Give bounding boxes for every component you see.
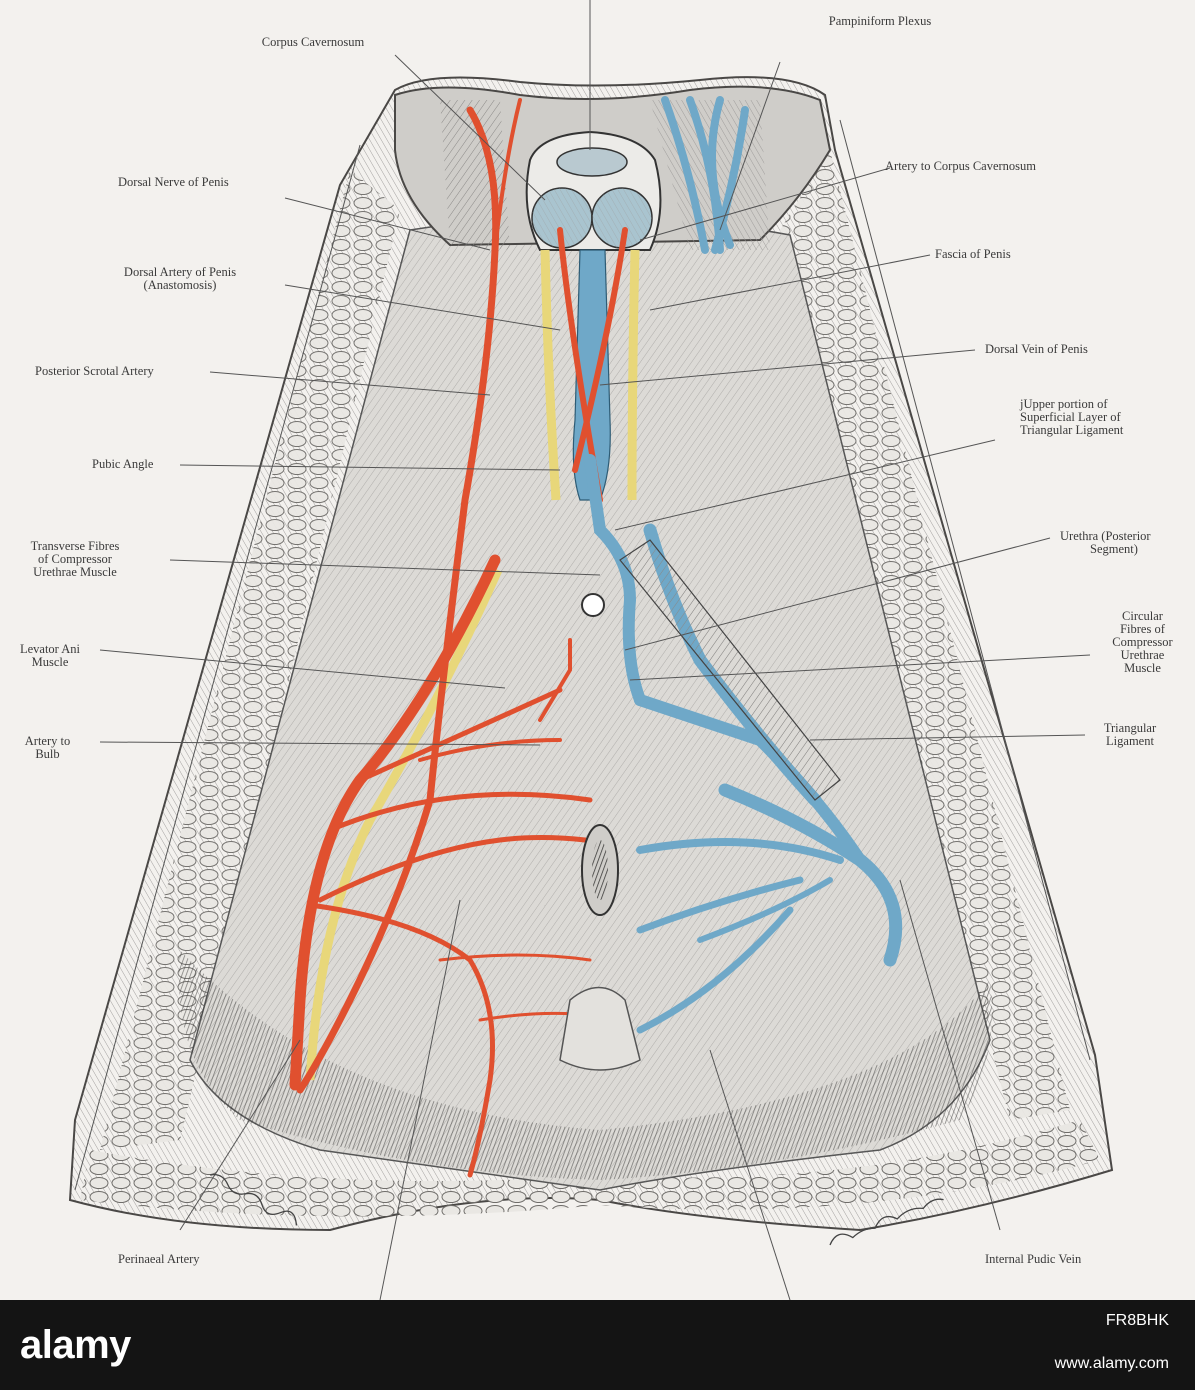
- label-urethra: Urethra (Posterior Segment): [1060, 530, 1151, 556]
- label-circular-line1: Circular: [1122, 609, 1163, 623]
- label-triangular-ligament: Triangular Ligament: [1080, 722, 1180, 748]
- label-transverse-line1: Transverse Fibres: [30, 539, 120, 553]
- fat-layer-bottom: [80, 1120, 1100, 1217]
- label-circular-line4: Urethrae: [1120, 648, 1165, 662]
- label-upper-portion-line2: Superficial Layer of: [1020, 410, 1121, 424]
- label-triangular-line1: Triangular: [1103, 721, 1157, 735]
- label-pubic-angle: Pubic Angle: [92, 457, 154, 471]
- engraver-signature: [209, 1173, 298, 1226]
- label-dorsal-nerve-of-penis: Dorsal Nerve of Penis: [118, 175, 229, 189]
- label-posterior-scrotal-artery: Posterior Scrotal Artery: [35, 364, 154, 378]
- label-circular-fibres: Circular Fibres of Compressor Urethrae M…: [1095, 610, 1190, 675]
- label-pampiniform-plexus: Pampiniform Plexus: [828, 14, 932, 28]
- label-transverse-line2: of Compressor: [38, 552, 112, 566]
- urethra: [581, 593, 605, 617]
- label-dorsal-artery-line2: (Anastomosis): [143, 278, 217, 292]
- label-levator-ani: Levator Ani Muscle: [0, 643, 100, 669]
- label-circular-line3: Compressor: [1112, 635, 1173, 649]
- label-dorsal-artery: Dorsal Artery of Penis (Anastomosis): [75, 266, 285, 292]
- watermark-image-id: FR8BHK: [1105, 1312, 1169, 1329]
- label-internal-pudic-vein: Internal Pudic Vein: [985, 1252, 1082, 1266]
- penis-cross-section: [525, 130, 662, 251]
- label-circular-line2: Fibres of: [1120, 622, 1165, 636]
- dorsal-nerve-right: [627, 249, 640, 501]
- leader-lines: [74, 0, 1091, 1300]
- triangular-ligament: [619, 539, 841, 801]
- label-transverse-line3: Urethrae Muscle: [33, 565, 117, 579]
- label-upper-portion-line1: jUpper portion of: [1020, 397, 1108, 411]
- label-upper-portion: jUpper portion of Superficial Layer of T…: [1020, 398, 1123, 437]
- label-artery-to-corpus-cavernosum: Artery to Corpus Cavernosum: [885, 159, 1037, 173]
- label-transverse-fibres: Transverse Fibres of Compressor Urethrae…: [0, 540, 150, 579]
- label-corpus-cavernosum: Corpus Cavernosum: [261, 35, 365, 49]
- label-levator-line1: Levator Ani: [19, 642, 81, 656]
- label-artery-bulb-line1: Artery to: [24, 734, 71, 748]
- anatomical-illustration: [68, 0, 1114, 1300]
- watermark-logo: alamy: [20, 1323, 131, 1367]
- label-urethra-line2: Segment): [1090, 542, 1138, 556]
- label-fascia-of-penis: Fascia of Penis: [935, 247, 1011, 261]
- label-artery-to-bulb: Artery to Bulb: [0, 735, 95, 761]
- label-dorsal-artery-line1: Dorsal Artery of Penis: [123, 265, 237, 279]
- ischiorectal-fossa: [178, 950, 992, 1180]
- fat-layer-right: [780, 150, 1070, 1120]
- watermark-footer: [0, 1300, 1195, 1390]
- label-levator-line2: Muscle: [31, 655, 69, 669]
- label-urethra-line1: Urethra (Posterior: [1060, 529, 1151, 543]
- anus: [559, 986, 641, 1071]
- watermark-url: www.alamy.com: [1054, 1355, 1169, 1372]
- label-perinaeal-artery: Perinaeal Artery: [118, 1252, 200, 1266]
- fat-layer: [100, 170, 400, 1150]
- label-triangular-line2: Ligament: [1106, 734, 1154, 748]
- dorsal-nerve-lower: [305, 568, 503, 1081]
- label-artery-bulb-line2: Bulb: [35, 747, 60, 761]
- artist-signature: [829, 1198, 944, 1246]
- label-dorsal-vein-of-penis: Dorsal Vein of Penis: [985, 342, 1088, 356]
- label-circular-line5: Muscle: [1124, 661, 1161, 675]
- label-upper-portion-line3: Triangular Ligament: [1020, 423, 1124, 437]
- pampiniform-plexus: [661, 96, 749, 254]
